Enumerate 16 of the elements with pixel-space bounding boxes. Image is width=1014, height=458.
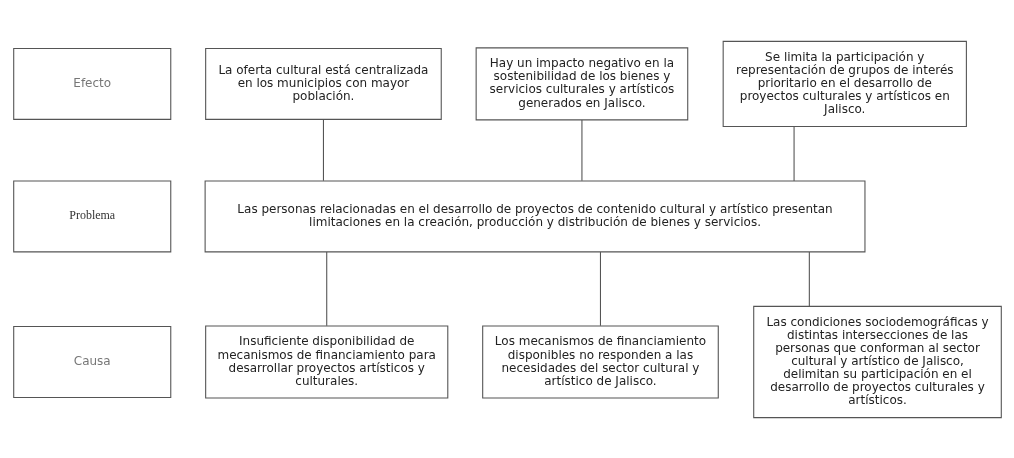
connector [599, 251, 601, 326]
connector [322, 118, 324, 181]
node-box: La oferta cultural está centralizada en los municipios con mayor población. [204, 47, 442, 120]
node-box: Las personas relacionadas en el desarrollo de proyectos de contenido cultural y artístico presentan limitaciones en la creación, producción y distribución de bienes y servicios. [204, 179, 865, 252]
connector [793, 125, 795, 181]
node-box: Los mecanismos de financiamiento disponibles no responden a las necesidades del sector cultural y artístico de Jalisco. [481, 324, 719, 399]
node-box: Problema [12, 179, 171, 252]
node-box: Las condiciones sociodemográficas y distintas intersecciones de las personas que conforman al sector cultural y artístico de Jalisco, delimitan su participación en el desarrollo de proyectos culturales y artísticos. [752, 305, 1002, 418]
node-box: Hay un impacto negativo en la sostenibilidad de los bienes y servicios culturales y artísticos generados en Jalisco. [475, 46, 688, 120]
connector [325, 251, 327, 326]
node-box: Efecto [12, 47, 171, 120]
connector [580, 119, 582, 181]
node-box: Causa [12, 325, 171, 398]
connector [808, 251, 810, 307]
node-box: Insuficiente disponibilidad de mecanismos de financiamiento para desarrollar proyectos artísticos y culturales. [204, 324, 448, 399]
node-box: Se limita la participación y representación de grupos de interés prioritario en el desarrollo de proyectos culturales y artísticos en Jalisco. [722, 40, 967, 127]
